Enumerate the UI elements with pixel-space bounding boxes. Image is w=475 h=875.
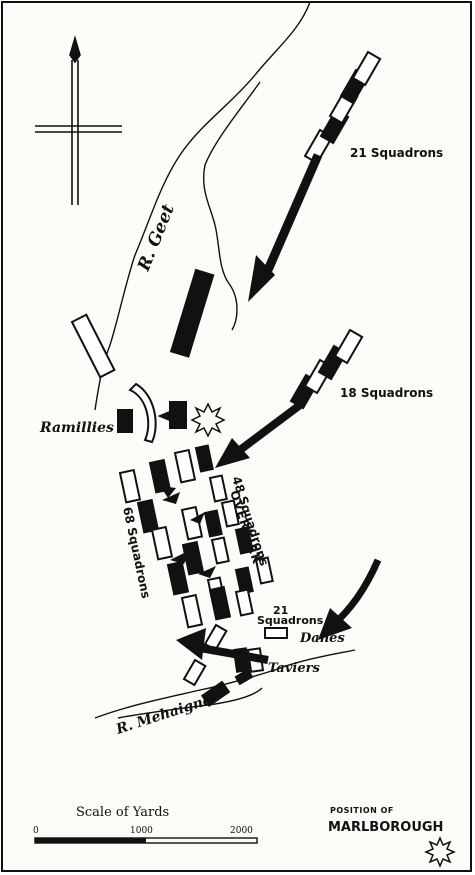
french-troops xyxy=(70,268,215,444)
squadrons-18-label: 18 Squadrons xyxy=(340,386,433,400)
explosion-star-icon xyxy=(190,402,226,438)
legend-caption: POSITION OF xyxy=(330,806,394,815)
river-geet-label: R. Geet xyxy=(134,201,179,274)
squadrons-21-bottom-word: Squadrons xyxy=(257,614,324,627)
ramillies-label: Ramillies xyxy=(39,420,114,436)
danes-label: Danes xyxy=(299,631,345,646)
north-cross-icon xyxy=(35,35,122,205)
scale-tick-2000: 2000 xyxy=(230,826,253,836)
legend-name: MARLBOROUGH xyxy=(328,820,443,835)
scale-tick-1000: 1000 xyxy=(130,826,153,836)
river-geet xyxy=(94,1,311,411)
scale-title: Scale of Yards xyxy=(76,805,169,820)
squadrons-21-top-label: 21 Squadrons xyxy=(350,146,443,160)
squadrons-21-bottom-number: 21 xyxy=(273,604,288,617)
small-arrows-main-block xyxy=(160,486,216,578)
legend-star-icon xyxy=(424,836,456,868)
river-mehaigne xyxy=(94,649,356,719)
taviers-label: Taviers xyxy=(268,661,320,676)
allied-main-block xyxy=(118,444,274,629)
advance-arrow-west xyxy=(176,628,269,664)
scale-tick-0: 0 xyxy=(33,826,39,836)
allied-squadrons-21-top xyxy=(303,50,382,165)
advance-arrow-top xyxy=(248,153,323,302)
scale-bar: Scale of Yards 0 1000 2000 xyxy=(33,805,258,844)
legend: POSITION OF MARLBOROUGH xyxy=(328,806,456,868)
advance-arrow-middle xyxy=(215,401,303,468)
allied-squadrons-18 xyxy=(289,328,364,410)
advance-arrow-danes xyxy=(318,558,382,640)
